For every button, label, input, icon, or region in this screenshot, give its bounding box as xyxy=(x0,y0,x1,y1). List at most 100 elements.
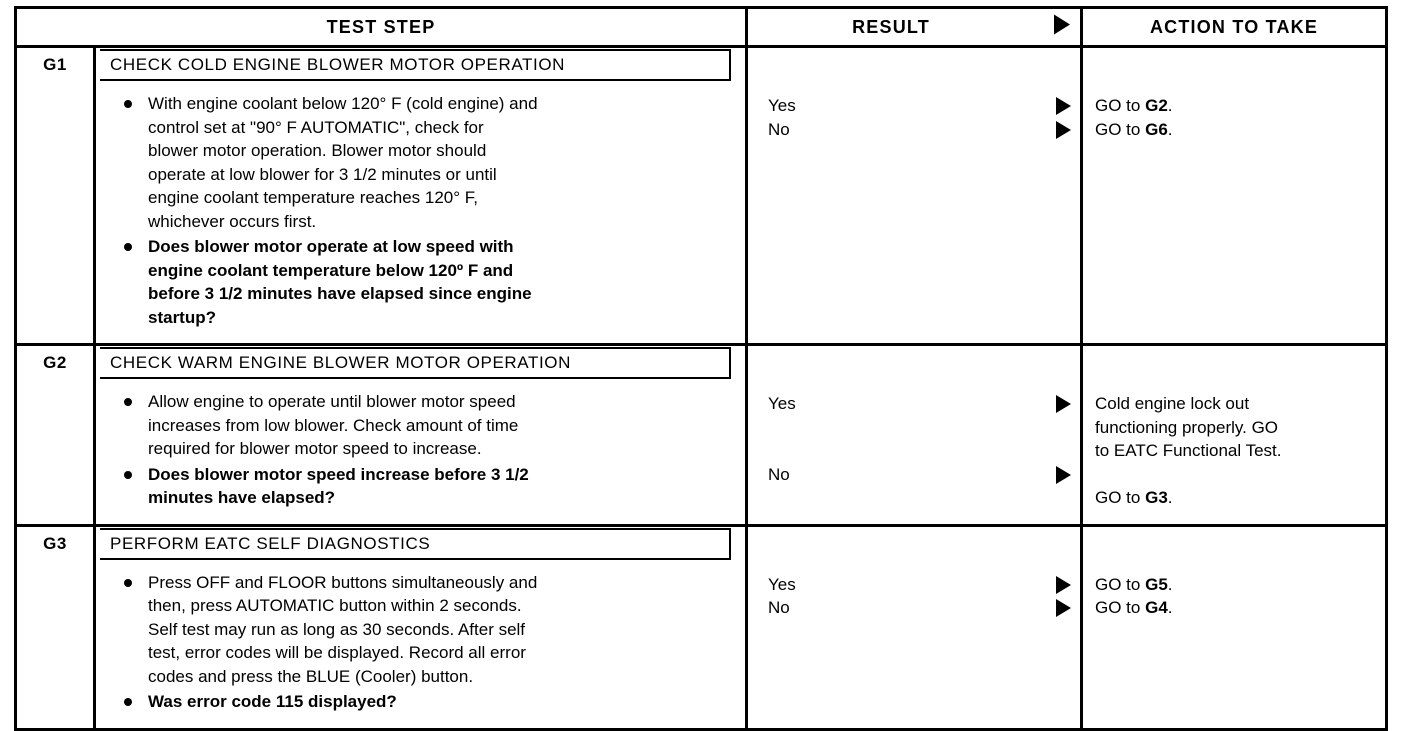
bullet-dot-icon xyxy=(124,470,132,479)
bullet-list-g3: Press OFF and FLOOR buttons simultaneous… xyxy=(96,571,733,714)
bullet-line: minutes have elapsed? xyxy=(148,488,336,507)
bullet-line: Allow engine to operate until blower mot… xyxy=(148,392,516,411)
action-suffix: . xyxy=(1167,598,1173,617)
list-item: Does blower motor speed increase before … xyxy=(96,463,733,510)
action-line: functioning properly. GO xyxy=(1095,417,1279,437)
bullet-line: Does blower motor operate at low speed w… xyxy=(148,237,514,256)
result-cell-title-g1 xyxy=(746,46,1084,82)
section-body-row-g1: With engine coolant below 120° F (cold e… xyxy=(15,82,1387,346)
bullet-line: test, error codes will be displayed. Rec… xyxy=(148,643,526,662)
step-title-cell-g3: PERFORM EATC SELF DIAGNOSTICS xyxy=(94,525,749,561)
result-cell-title-g3 xyxy=(746,525,1084,561)
bullet-dot-icon xyxy=(124,578,132,587)
action-cell-g2: Cold engine lock out functioning properl… xyxy=(1081,380,1387,527)
right-triangle-icon xyxy=(1056,575,1072,601)
action-cell-g1: GO to G2. GO to G6. xyxy=(1081,82,1387,346)
action-entry: GO to G3. xyxy=(1095,486,1385,510)
section-body-row-g3: Press OFF and FLOOR buttons simultaneous… xyxy=(15,560,1387,730)
action-target: G4 xyxy=(1145,598,1168,617)
test-step-content-g1: With engine coolant below 120° F (cold e… xyxy=(94,82,749,346)
action-suffix: . xyxy=(1167,574,1173,594)
result-answer-label: Yes xyxy=(768,574,796,594)
action-entry: GO to G4. xyxy=(1095,596,1385,620)
action-cell-title-g3 xyxy=(1082,525,1387,561)
bullet-line: blower motor operation. Blower motor sho… xyxy=(148,141,487,160)
step-id-g2: G2 xyxy=(15,344,96,380)
action-target: G3 xyxy=(1145,488,1168,507)
result-answer-label: No xyxy=(768,598,790,617)
result-cell-title-g2 xyxy=(746,344,1084,380)
list-item: Press OFF and FLOOR buttons simultaneous… xyxy=(96,571,733,689)
column-header-result-label: RESULT xyxy=(852,16,930,37)
action-cell-g3: GO to G5. GO to G4. xyxy=(1082,561,1387,730)
right-triangle-icon xyxy=(1056,120,1072,146)
action-target: G5 xyxy=(1145,574,1168,594)
bullet-line: codes and press the BLUE (Cooler) button… xyxy=(148,666,474,686)
action-line: to EATC Functional Test. xyxy=(1095,441,1282,460)
action-entry: GO to G2. xyxy=(1095,94,1385,118)
right-triangle-icon xyxy=(1056,465,1072,491)
bullet-line: control set at "90° F AUTOMATIC", check … xyxy=(148,117,484,137)
empty-label-cell-g3 xyxy=(15,560,96,729)
action-entry: GO to G5. xyxy=(1095,573,1385,597)
action-cell-title-g1 xyxy=(1082,47,1387,83)
bullet-line: Self test may run as long as 30 seconds.… xyxy=(148,619,526,639)
action-spacer xyxy=(1095,463,1385,487)
bullet-line: then, press AUTOMATIC button within 2 se… xyxy=(148,596,522,615)
bullet-dot-icon xyxy=(124,698,132,706)
bullet-line: whichever occurs first. xyxy=(148,211,317,231)
right-triangle-icon xyxy=(1056,395,1072,420)
right-triangle-icon xyxy=(1054,14,1071,40)
bullet-line: required for blower motor speed to incre… xyxy=(148,439,482,458)
action-entry: Cold engine lock out functioning properl… xyxy=(1095,392,1385,463)
empty-label-cell-g1 xyxy=(15,82,96,346)
result-cell-g3: Yes No xyxy=(746,560,1084,729)
bullet-line: engine coolant temperature reaches 120° … xyxy=(148,188,479,207)
result-answer-yes: Yes xyxy=(748,94,1080,118)
test-step-content-g3: Press OFF and FLOOR buttons simultaneous… xyxy=(94,560,749,729)
result-cell-g2: Yes No xyxy=(746,380,1084,527)
section-title-row-g3: G3 PERFORM EATC SELF DIAGNOSTICS xyxy=(15,525,1387,561)
action-target: G2 xyxy=(1145,96,1168,115)
action-prefix: GO to xyxy=(1095,598,1146,617)
bullet-dot-icon xyxy=(124,398,132,406)
right-triangle-icon xyxy=(1056,97,1072,122)
result-answer-label: No xyxy=(768,464,790,484)
action-prefix: GO to xyxy=(1095,96,1146,115)
section-body-row-g2: Allow engine to operate until blower mot… xyxy=(15,380,1387,527)
result-answer-label: No xyxy=(768,119,790,139)
list-item: Allow engine to operate until blower mot… xyxy=(96,390,733,461)
result-answer-no: No xyxy=(748,463,1080,487)
step-title-g3: PERFORM EATC SELF DIAGNOSTICS xyxy=(100,527,732,560)
action-prefix: GO to xyxy=(1095,574,1146,594)
step-title-cell-g1: CHECK COLD ENGINE BLOWER MOTOR OPERATION xyxy=(94,46,749,82)
action-line: Cold engine lock out xyxy=(1095,394,1250,413)
result-answer-yes: Yes xyxy=(748,573,1080,597)
list-item: With engine coolant below 120° F (cold e… xyxy=(96,92,733,233)
bullet-list-g2: Allow engine to operate until blower mot… xyxy=(96,390,733,510)
right-triangle-icon xyxy=(1056,599,1072,624)
bullet-line: before 3 1/2 minutes have elapsed since … xyxy=(148,284,532,303)
result-cell-g1: Yes No xyxy=(746,82,1084,346)
result-answer-yes: Yes xyxy=(748,392,1080,416)
bullet-line: engine coolant temperature below 120º F … xyxy=(148,260,514,280)
bullet-line: startup? xyxy=(148,307,216,327)
action-target: G6 xyxy=(1145,119,1168,139)
action-suffix: . xyxy=(1167,96,1173,115)
bullet-line: operate at low blower for 3 1/2 minutes … xyxy=(148,164,497,184)
list-item: Does blower motor operate at low speed w… xyxy=(96,235,733,329)
column-header-result: RESULT xyxy=(746,7,1084,48)
table-header-row: TEST STEP RESULT ACTION TO TAKE xyxy=(15,7,1387,48)
bullet-line: Was error code 115 displayed? xyxy=(148,692,397,711)
bullet-list-g1: With engine coolant below 120° F (cold e… xyxy=(96,92,733,329)
bullet-line: With engine coolant below 120° F (cold e… xyxy=(148,94,538,113)
diagnostic-test-table: TEST STEP RESULT ACTION TO TAKE G1 CHECK… xyxy=(14,6,1389,731)
result-answer-no: No xyxy=(748,118,1080,142)
action-prefix: GO to xyxy=(1095,119,1146,139)
column-header-action-to-take: ACTION TO TAKE xyxy=(1081,7,1387,48)
action-cell-title-g2 xyxy=(1082,345,1387,381)
section-title-row-g1: G1 CHECK COLD ENGINE BLOWER MOTOR OPERAT… xyxy=(15,46,1387,83)
result-answer-no: No xyxy=(748,596,1080,620)
column-header-test-step: TEST STEP xyxy=(15,7,749,48)
table-body: TEST STEP RESULT ACTION TO TAKE G1 CHECK… xyxy=(15,7,1387,730)
